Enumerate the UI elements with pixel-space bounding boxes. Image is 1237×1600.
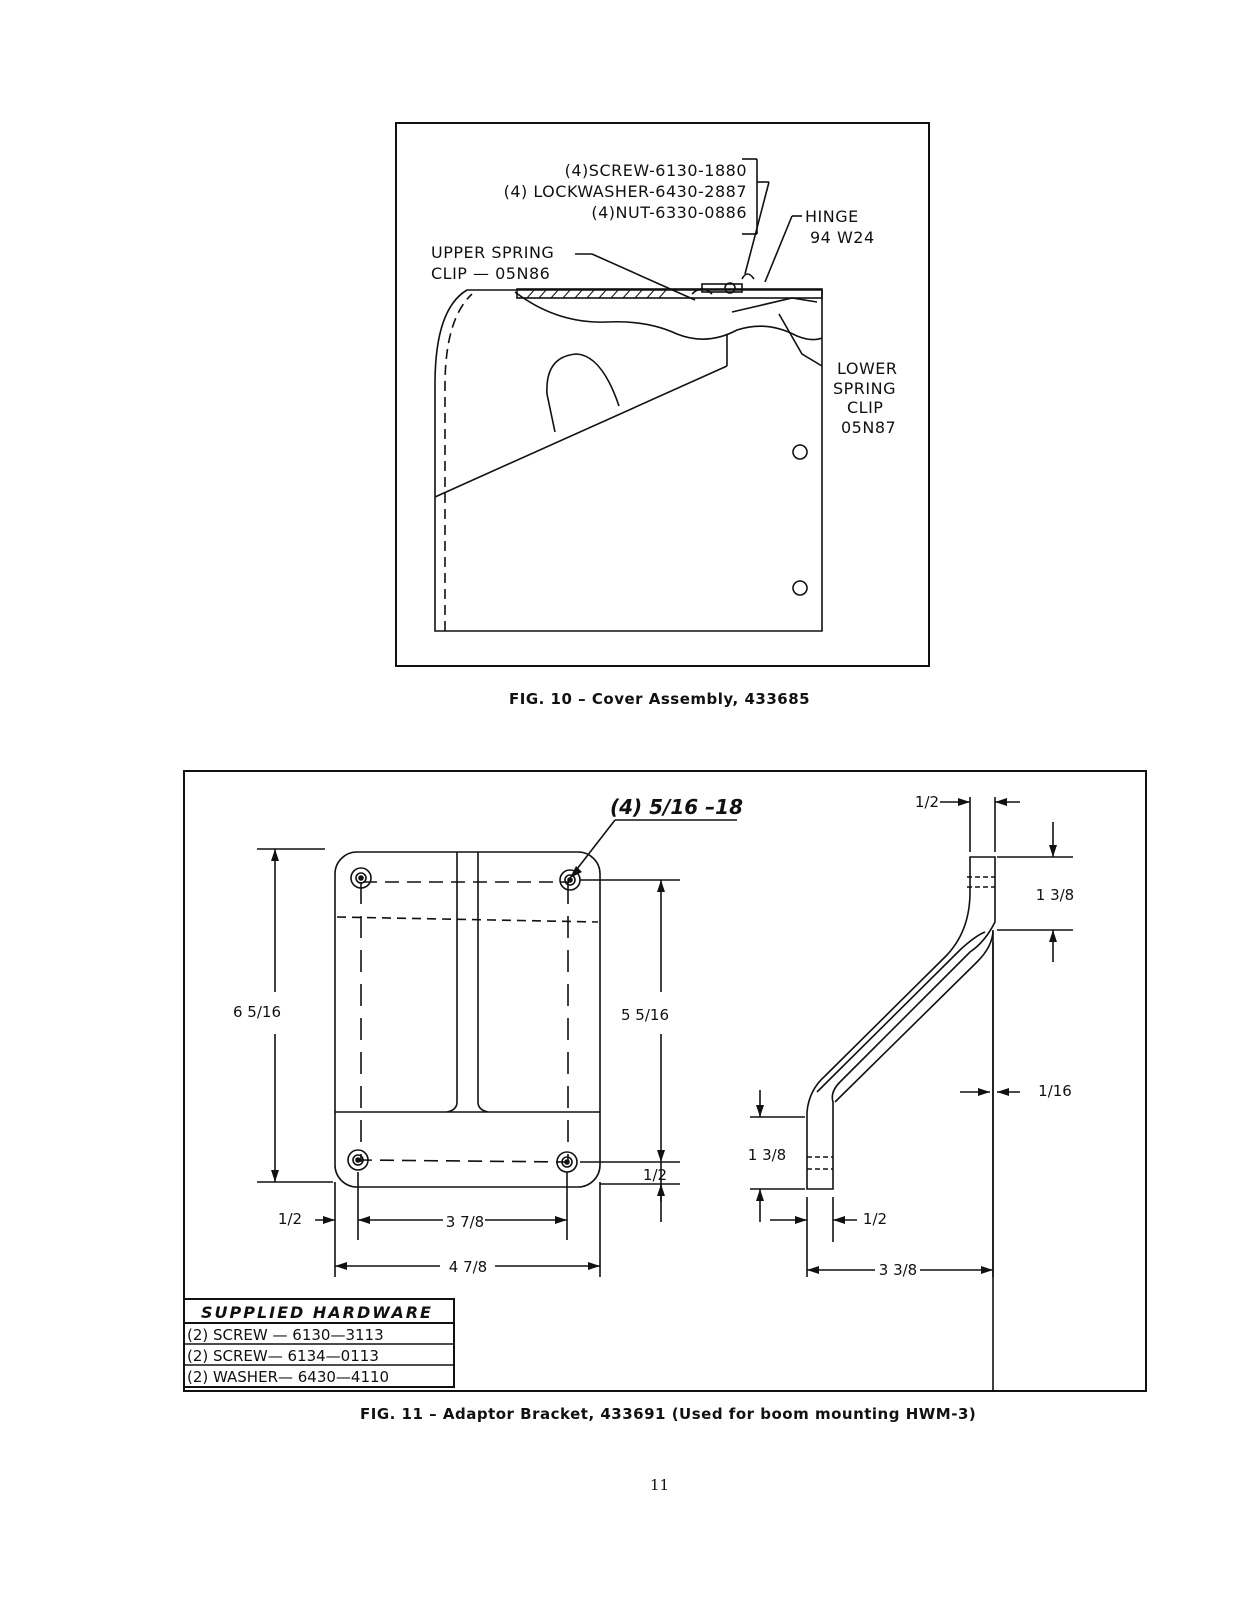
figure-10-cover-assembly: (4)SCREW-6130-1880 (4) LOCKWASHER-6430-2… bbox=[395, 122, 930, 667]
dim-side-top-flange: 1 3/8 bbox=[1036, 886, 1074, 904]
hardware-row: (2) WASHER— 6430—4110 bbox=[187, 1368, 389, 1386]
side-view-profile bbox=[806, 856, 996, 1190]
dim-hole-spacing-vertical: 5 5/16 bbox=[621, 1006, 669, 1024]
label-upper-clip-1: UPPER SPRING bbox=[431, 243, 554, 262]
dim-side-bottom-flange: 1 3/8 bbox=[748, 1146, 786, 1164]
label-lower-clip-3: CLIP bbox=[847, 398, 883, 417]
cover-assembly-drawing: (4)SCREW-6130-1880 (4) LOCKWASHER-6430-2… bbox=[431, 158, 897, 632]
label-lockwasher: (4) LOCKWASHER-6430-2887 bbox=[504, 182, 747, 201]
dim-side-top-thickness: 1/2 bbox=[915, 793, 939, 811]
label-nut: (4)NUT-6330-0886 bbox=[591, 203, 747, 222]
dim-side-depth: 3 3/8 bbox=[879, 1261, 917, 1279]
hardware-table-title: SUPPLIED HARDWARE bbox=[201, 1303, 433, 1322]
cover-outline bbox=[434, 289, 823, 632]
dim-hole-offset-left: 1/2 bbox=[278, 1210, 302, 1228]
dim-side-bottom-thickness: 1/2 bbox=[863, 1210, 887, 1228]
figure-11-caption: FIG. 11 – Adaptor Bracket, 433691 (Used … bbox=[360, 1405, 977, 1423]
label-lower-clip-4: 05N87 bbox=[841, 418, 896, 437]
label-lower-clip-1: LOWER bbox=[837, 359, 897, 378]
hardware-row: (2) SCREW— 6134—0113 bbox=[187, 1347, 379, 1365]
dim-hole-spacing-horizontal: 3 7/8 bbox=[446, 1213, 484, 1231]
dim-side-wall: 1/16 bbox=[1038, 1082, 1072, 1100]
figure-11-adaptor-bracket: (4) 5/16 –18 6 5/16 5 5/16 1/2 1/2 3 7/8… bbox=[178, 770, 1147, 1580]
label-hinge-2: 94 W24 bbox=[810, 228, 875, 247]
label-lower-clip-2: SPRING bbox=[833, 379, 896, 398]
label-screw: (4)SCREW-6130-1880 bbox=[565, 161, 747, 180]
dim-overall-width: 4 7/8 bbox=[449, 1258, 487, 1276]
hardware-row: (2) SCREW — 6130—3113 bbox=[187, 1326, 384, 1344]
dim-hole-offset-bottom: 1/2 bbox=[643, 1166, 667, 1184]
page-number: 11 bbox=[650, 1476, 670, 1494]
label-hinge-1: HINGE bbox=[805, 207, 859, 226]
adaptor-bracket-drawing: (4) 5/16 –18 6 5/16 5 5/16 1/2 1/2 3 7/8… bbox=[178, 793, 1074, 1580]
thread-callout: (4) 5/16 –18 bbox=[610, 795, 743, 819]
dim-overall-height: 6 5/16 bbox=[233, 1003, 281, 1021]
figure-10-caption: FIG. 10 – Cover Assembly, 433685 bbox=[509, 690, 811, 708]
mounting-holes bbox=[347, 867, 581, 1173]
label-upper-clip-2: CLIP — 05N86 bbox=[431, 264, 550, 283]
bracket-plate bbox=[334, 851, 601, 1188]
